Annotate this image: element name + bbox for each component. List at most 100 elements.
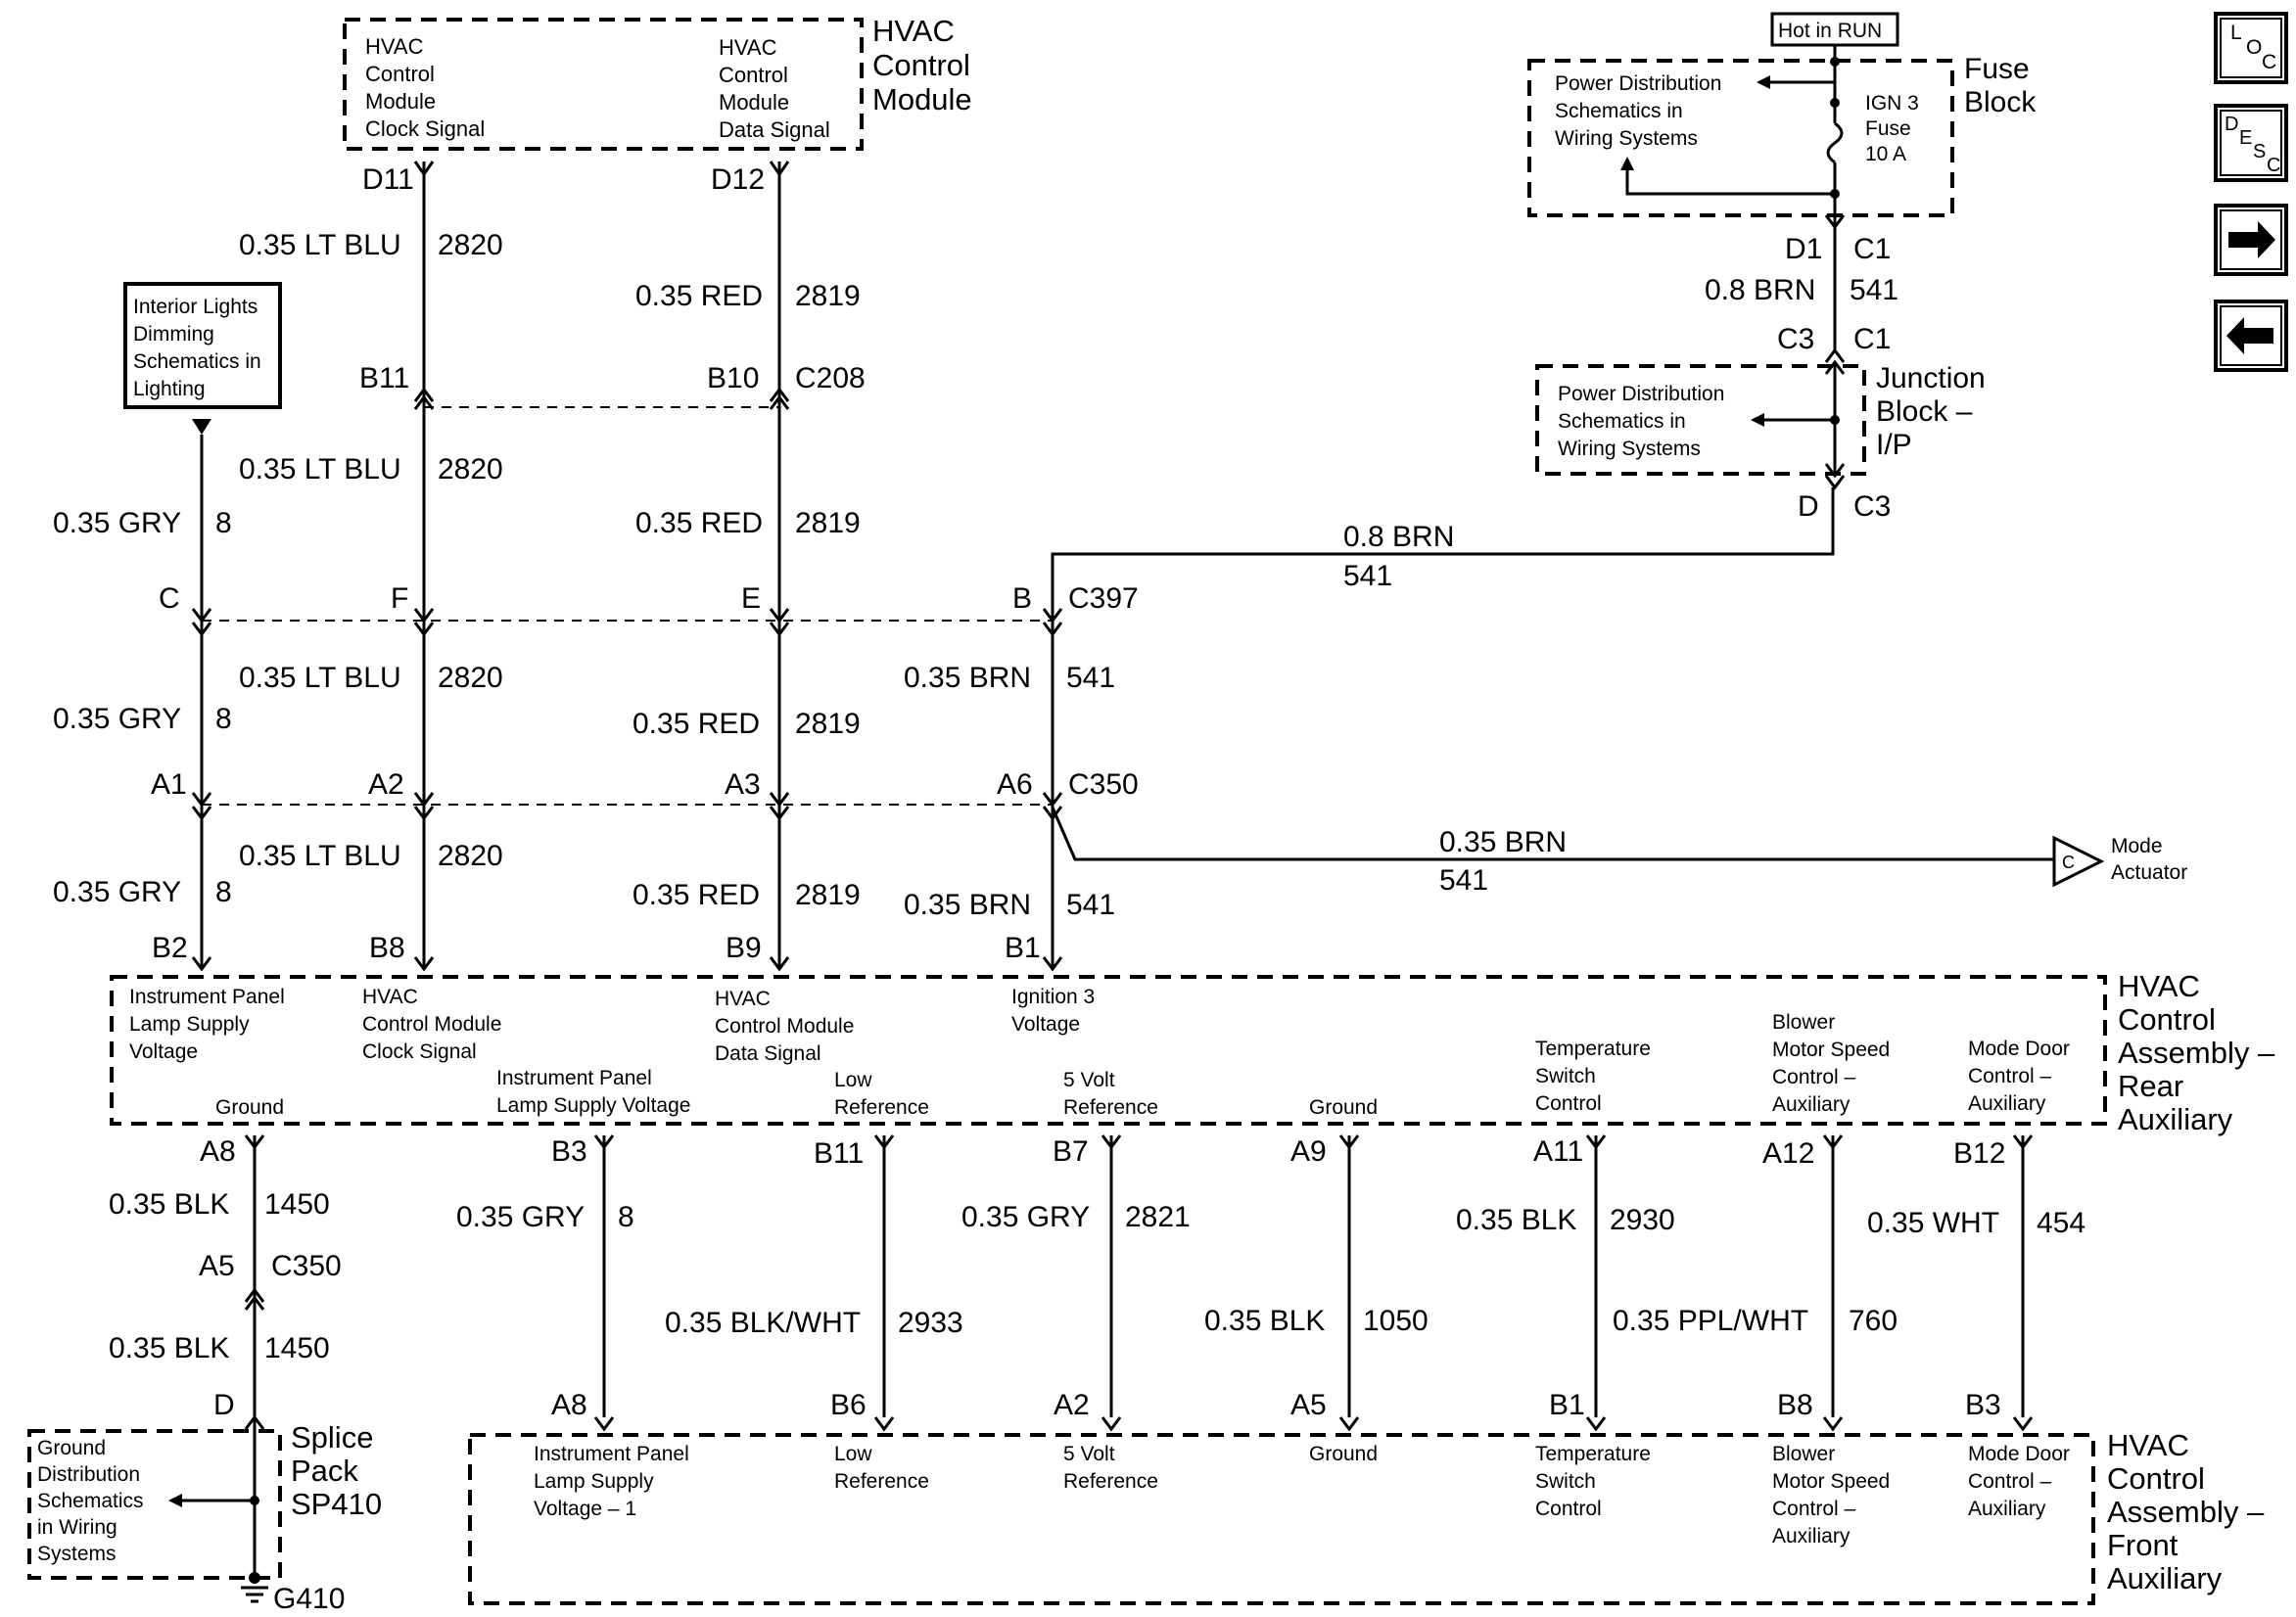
wire-label-gauge: 0.35 BRN <box>904 889 1031 921</box>
c208-chevron-icon <box>769 394 790 410</box>
rear-label-low-ref: Low Reference <box>834 1069 929 1119</box>
wire-label-gauge: 0.35 BLK <box>1204 1305 1325 1337</box>
pin-b6: B6 <box>830 1389 867 1421</box>
ground-distribution-label: Ground Distribution Schematics in Wiring… <box>37 1437 149 1565</box>
c397-chevrons <box>191 608 1063 637</box>
rear-label-data: HVAC Control Module Data Signal <box>715 988 860 1065</box>
junction-block-title: Junction Block – I/P <box>1876 362 1993 461</box>
prev-button[interactable] <box>2214 300 2288 372</box>
wire-label-gauge: 0.35 GRY <box>53 876 181 908</box>
wire-label-circuit: 2820 <box>438 840 503 872</box>
pin-a5-front: A5 <box>1290 1389 1327 1421</box>
lower-pin-chevrons <box>244 1134 2034 1432</box>
hvac-front-auxiliary-box <box>468 1433 2095 1605</box>
fuse-block-internal-wiring <box>1620 45 1846 230</box>
g410-label: G410 <box>273 1583 345 1615</box>
wire-label-circuit: 2820 <box>438 229 503 261</box>
wire-label-gauge: 0.35 RED <box>633 879 760 911</box>
pin-b8: B8 <box>369 932 405 964</box>
rear-label-5v-ref: 5 Volt Reference <box>1063 1069 1158 1119</box>
pin-d1: D1 <box>1785 233 1822 265</box>
pin-b: B <box>1012 582 1032 615</box>
loc-button[interactable]: L O C <box>2214 12 2288 84</box>
pin-b9: B9 <box>726 932 762 964</box>
wire-label-circuit: 8 <box>215 703 232 735</box>
pin-a11: A11 <box>1533 1135 1583 1168</box>
pin-b1: B1 <box>1005 932 1041 964</box>
jb-chevron-icon <box>1824 347 1846 363</box>
loc-letter: O <box>2246 36 2262 59</box>
wire-label-gauge: 0.35 RED <box>633 708 760 740</box>
wire-label-gauge: 0.35 LT BLU <box>239 840 401 872</box>
wire-label-gauge: 0.8 BRN <box>1705 274 1815 306</box>
pin-a6: A6 <box>997 768 1033 801</box>
pin-e: E <box>741 582 761 615</box>
rear-label-ground-a9: Ground <box>1309 1096 1378 1119</box>
wire-label-circuit: 2820 <box>438 453 503 485</box>
ground-symbol-icon <box>241 1572 268 1603</box>
pin-a5-lower: A5 <box>199 1250 235 1282</box>
wire-label-gauge: 0.35 BLK/WHT <box>665 1307 861 1339</box>
wire-label-gauge: 0.35 RED <box>635 507 763 539</box>
wire-brn-541-run <box>1051 487 1835 612</box>
interior-lights-box <box>123 282 282 409</box>
wire-label-circuit: 2821 <box>1125 1201 1191 1233</box>
connector-d11-icon <box>413 161 435 177</box>
pin-a2-front: A2 <box>1054 1389 1090 1421</box>
splice-pack-title: Splice Pack SP410 <box>291 1420 382 1521</box>
wire-label-circuit: 1450 <box>264 1188 330 1221</box>
wire-label-circuit: 1050 <box>1363 1305 1429 1337</box>
desc-letter: S <box>2253 141 2266 162</box>
wire-label-circuit: 541 <box>1850 274 1898 306</box>
wire-label-gauge: 0.35 WHT <box>1867 1207 1999 1239</box>
wire-label-gauge: 0.35 LT BLU <box>239 229 401 261</box>
wire-label-gauge: 0.35 LT BLU <box>239 662 401 694</box>
wire-label-gauge: 0.35 PPL/WHT <box>1613 1305 1808 1337</box>
wire-label-circuit: 541 <box>1439 864 1488 897</box>
hvac-module-data-label: HVAC Control Module Data Signal <box>719 35 830 142</box>
pin-b3: B3 <box>551 1135 587 1168</box>
rear-label-lamp-supply-b3: Instrument Panel Lamp Supply Voltage <box>496 1067 690 1117</box>
wire-label-circuit: 1450 <box>264 1332 330 1364</box>
hvac-control-module-box <box>343 18 864 151</box>
mode-actuator-icon <box>2052 835 2105 888</box>
c208-chevron-icon <box>413 387 435 402</box>
pin-d-jb: D <box>1798 490 1819 523</box>
pin-c: C <box>159 582 180 615</box>
wire-label-gauge: 0.35 BRN <box>904 662 1031 694</box>
wire-label-gauge: 0.35 RED <box>635 280 763 312</box>
wire-label-gauge: 0.35 BLK <box>109 1332 229 1364</box>
jb-power-dist-label: Power Distribution Schematics in Wiring … <box>1558 383 1730 460</box>
pin-a9: A9 <box>1290 1135 1327 1168</box>
front-label-low-ref: Low Reference <box>834 1443 929 1493</box>
rear-assembly-title: HVAC Control Assembly – Rear Auxiliary <box>2118 969 2283 1136</box>
hvac-module-clock-label: HVAC Control Module Clock Signal <box>365 34 485 141</box>
pin-b1-front: B1 <box>1549 1389 1585 1421</box>
front-label-temp-switch: Temperature Switch Control <box>1535 1443 1657 1520</box>
desc-letter: E <box>2239 127 2252 149</box>
wire-label-circuit: 2819 <box>795 280 861 312</box>
junction-block-internal-wiring <box>1751 359 1846 490</box>
pin-c1: C1 <box>1853 233 1891 265</box>
fuse-block-power-dist-label: Power Distribution Schematics in Wiring … <box>1555 72 1727 150</box>
pin-b3-front: B3 <box>1965 1389 2001 1421</box>
wire-label-circuit: 2819 <box>795 708 861 740</box>
mode-actuator-label: Mode Actuator <box>2111 835 2187 884</box>
wire-label-gauge: 0.35 GRY <box>53 703 181 735</box>
junction-block-box <box>1535 364 1866 476</box>
mode-actuator-pin: C <box>2062 853 2075 872</box>
pin-b7: B7 <box>1053 1135 1089 1168</box>
rear-label-ground-a8: Ground <box>215 1096 284 1119</box>
desc-button[interactable]: D E S C <box>2214 104 2288 182</box>
c350-chevrons <box>191 792 1063 821</box>
interior-lights-arrow-icon <box>192 419 211 435</box>
wire-label-circuit: 8 <box>215 876 232 908</box>
pin-a2: A2 <box>368 768 404 801</box>
wire-label-circuit: 760 <box>1849 1305 1898 1337</box>
next-button[interactable] <box>2214 204 2288 276</box>
front-assembly-title: HVAC Control Assembly – Front Auxiliary <box>2107 1428 2273 1595</box>
pin-d-splice: D <box>213 1389 235 1421</box>
desc-letter: C <box>2267 155 2280 176</box>
wire-label-circuit: 2819 <box>795 879 861 911</box>
front-label-blower: Blower Motor Speed Control – Auxiliary <box>1772 1443 1896 1548</box>
